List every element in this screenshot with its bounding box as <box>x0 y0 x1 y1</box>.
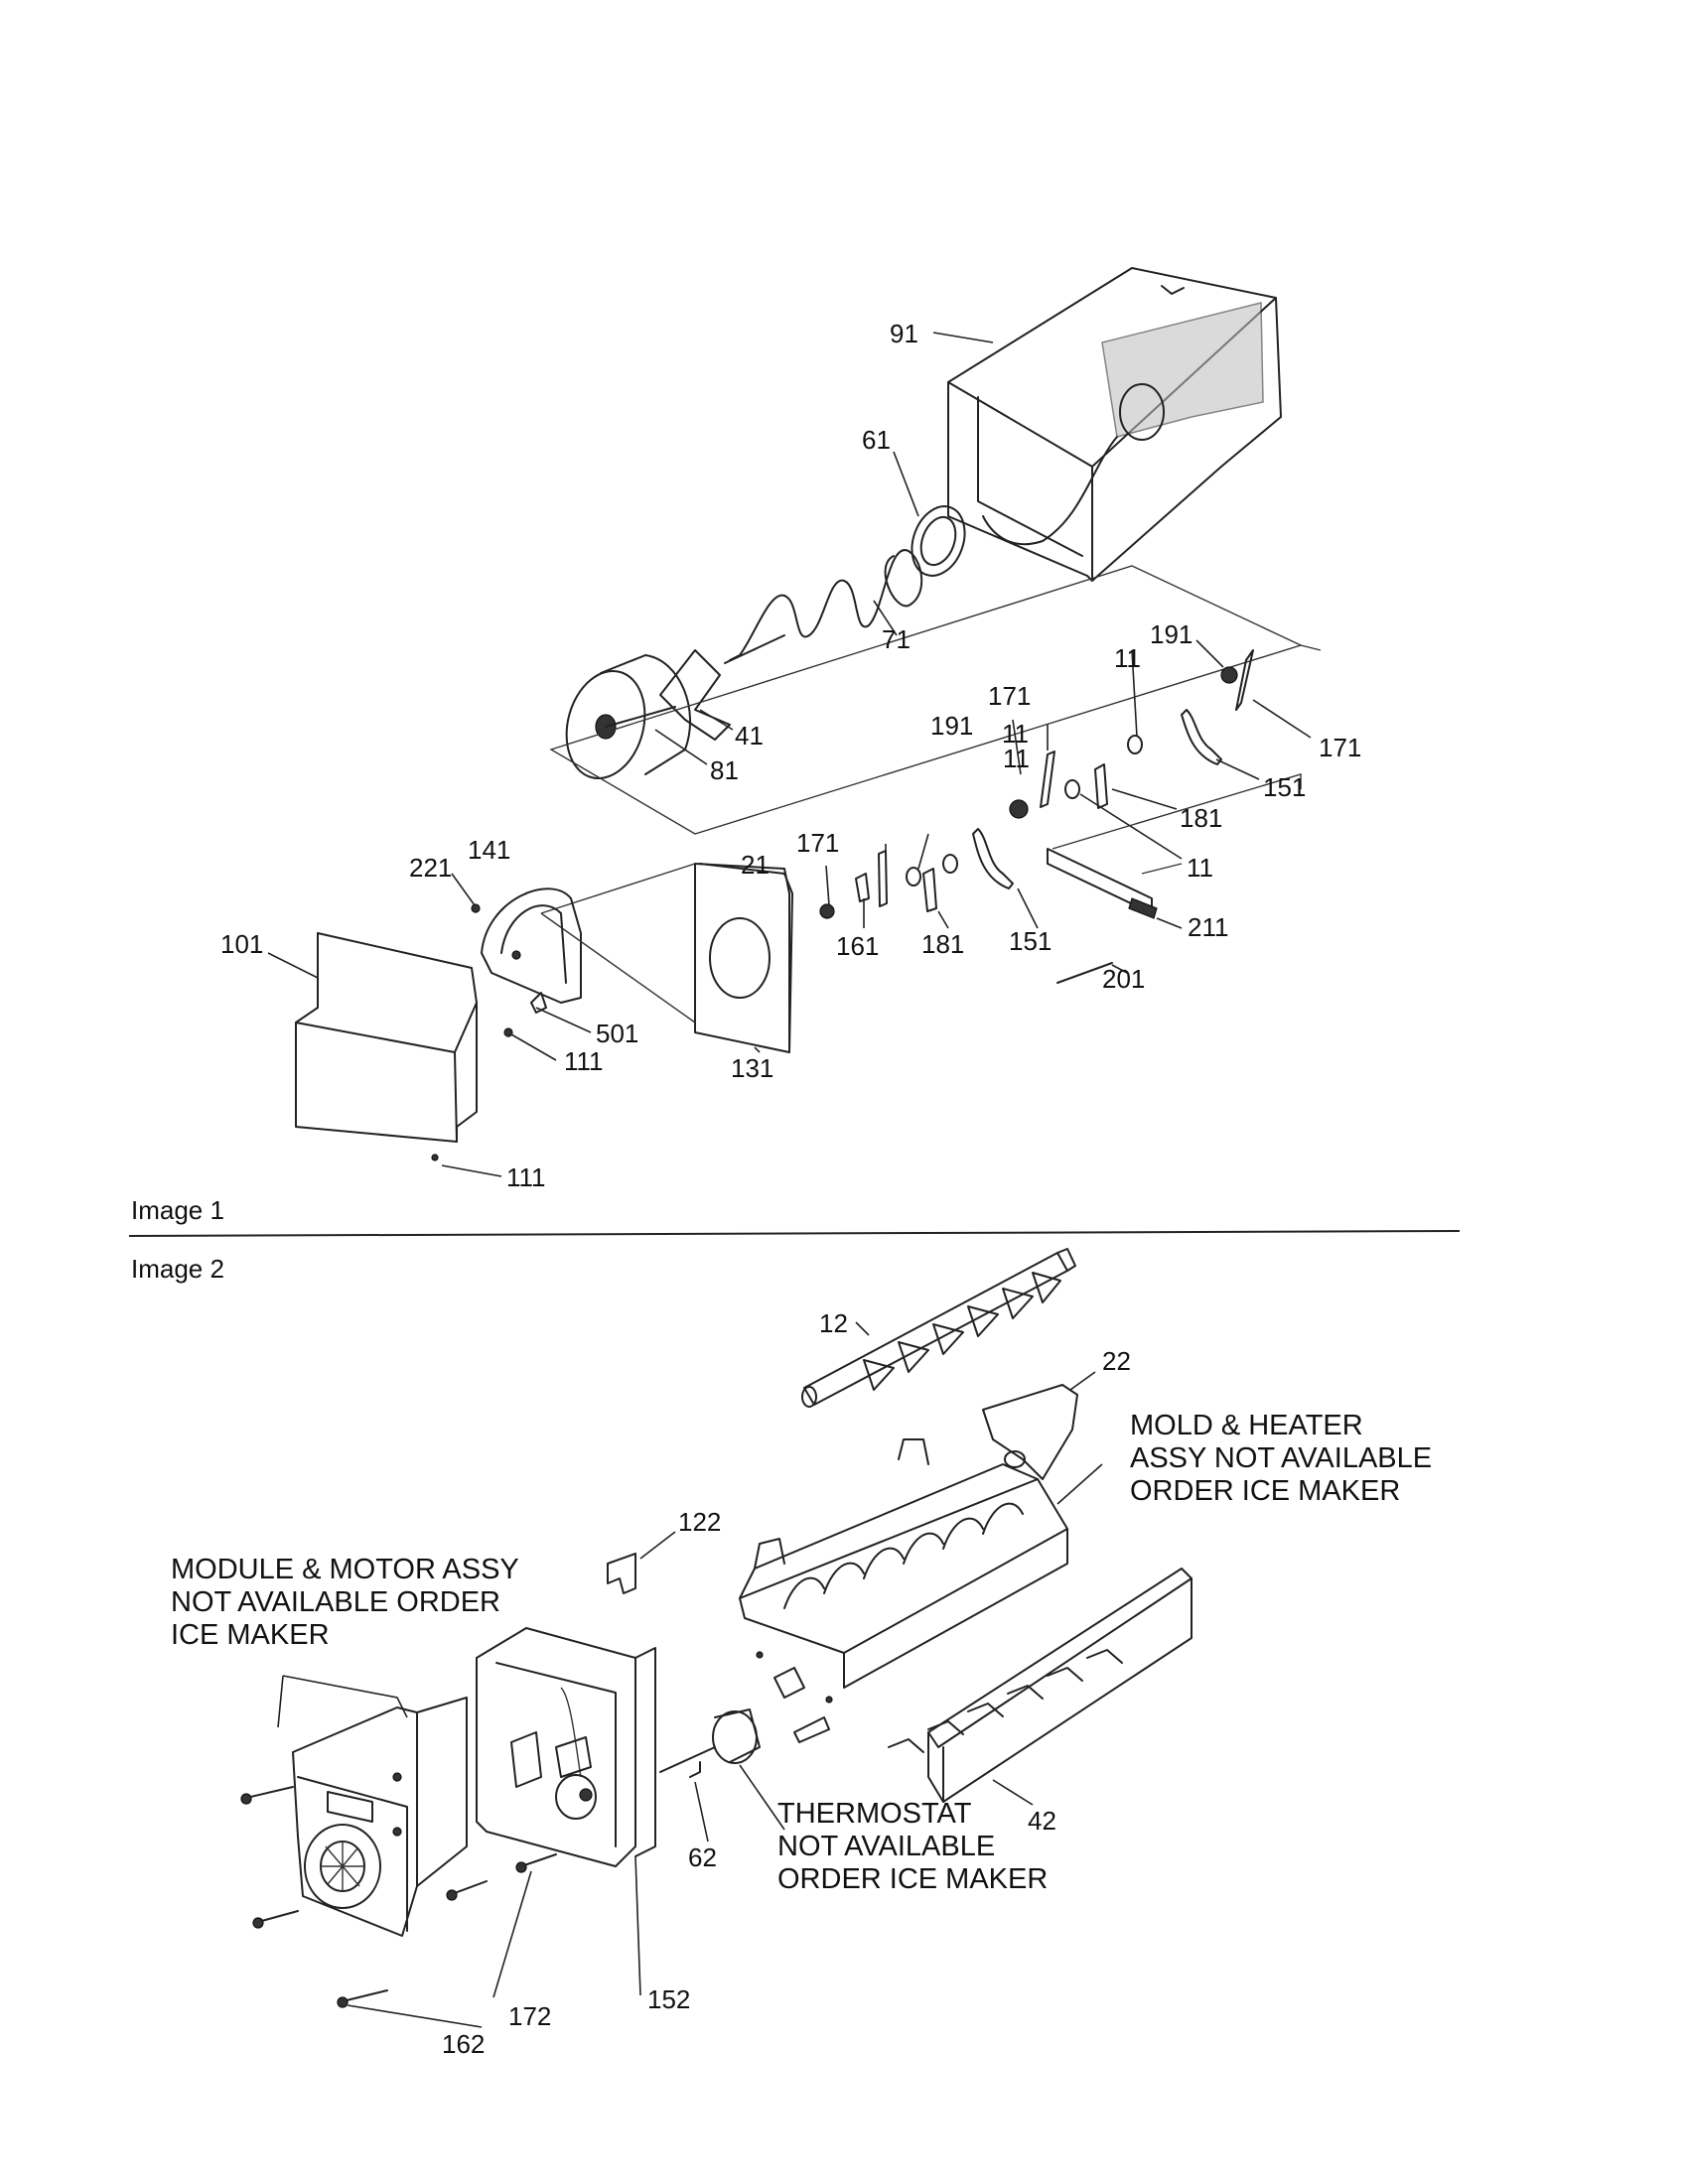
image1-callouts: 91 61 71 41 81 191 11 171 171 151 181 11… <box>220 319 1361 1192</box>
auger-wheel <box>565 654 691 780</box>
callout-501: 501 <box>596 1019 638 1048</box>
callout-171-top: 171 <box>988 681 1031 711</box>
callout-122: 122 <box>678 1507 721 1537</box>
auger-spring <box>724 549 923 664</box>
callout-111-upper: 111 <box>564 1046 604 1076</box>
callout-191-mid: 191 <box>930 711 973 741</box>
image1-leaders <box>267 332 1312 1177</box>
note-mold-line2: ASSY NOT AVAILABLE <box>1130 1442 1432 1474</box>
callout-22: 22 <box>1102 1346 1131 1376</box>
callout-191-right: 191 <box>1150 619 1193 649</box>
note-thermostat-line3: ORDER ICE MAKER <box>777 1863 1048 1895</box>
callout-171-right: 171 <box>1319 733 1361 762</box>
note-module-motor: MODULE & MOTOR ASSY NOT AVAILABLE ORDER … <box>171 1554 519 1651</box>
callout-91: 91 <box>890 319 918 348</box>
note-mold-line3: ORDER ICE MAKER <box>1130 1475 1400 1507</box>
seal-ring <box>911 505 966 577</box>
note-module-line1: MODULE & MOTOR ASSY <box>171 1554 519 1585</box>
callout-21: 21 <box>741 850 770 880</box>
callout-221: 221 <box>409 853 452 883</box>
callout-181-left: 181 <box>921 929 964 959</box>
callout-11-mid-right: 11 <box>1187 853 1213 883</box>
callout-42: 42 <box>1028 1806 1056 1836</box>
callout-211: 211 <box>1188 912 1228 942</box>
callout-71: 71 <box>882 624 911 654</box>
callout-61: 61 <box>862 425 891 455</box>
callout-181-right: 181 <box>1180 803 1222 833</box>
image1-caption: Image 1 <box>131 1195 224 1225</box>
callout-11-mid: 11 <box>1003 744 1030 773</box>
callout-162: 162 <box>442 2029 485 2059</box>
callout-81: 81 <box>710 755 739 785</box>
stripper <box>982 1384 1078 1480</box>
image1-drawing: 91 61 71 41 81 191 11 171 171 151 181 11… <box>131 267 1361 1225</box>
callout-111-lower: 111 <box>506 1162 546 1192</box>
note-thermostat: THERMOSTAT NOT AVAILABLE ORDER ICE MAKER <box>777 1798 1048 1895</box>
screws <box>240 1786 557 2008</box>
image2-drawing: Image 2 <box>131 1248 1432 2059</box>
thermostat <box>659 1667 830 1778</box>
callout-172: 172 <box>508 2001 551 2031</box>
note-mold-line1: MOLD & HEATER <box>1130 1410 1363 1441</box>
image2-leaders <box>277 1321 1103 2028</box>
image2-callouts: 12 22 122 42 62 152 172 162 <box>442 1308 1131 2059</box>
callout-101: 101 <box>220 929 263 959</box>
ice-bucket <box>947 267 1282 582</box>
front-housing <box>295 932 478 1161</box>
blade-assembly <box>659 649 731 741</box>
gear-train <box>819 649 1302 984</box>
callout-151-right: 151 <box>1263 772 1306 802</box>
clip <box>607 1553 636 1594</box>
note-module-line3: ICE MAKER <box>171 1619 330 1651</box>
callout-11-left: 11 <box>1002 719 1029 749</box>
water-shield <box>888 1568 1193 1803</box>
control-housing <box>476 1627 656 1867</box>
callout-141: 141 <box>468 835 510 865</box>
ejector-shaft <box>801 1248 1076 1408</box>
callout-151-left: 151 <box>1009 926 1052 956</box>
auger-plane-outline <box>549 565 1303 835</box>
motor-cover <box>471 887 696 1037</box>
module-motor-assembly <box>292 1697 468 1937</box>
ice-mold <box>739 1438 1068 1704</box>
note-module-line2: NOT AVAILABLE ORDER <box>171 1586 500 1618</box>
callout-11-right: 11 <box>1114 643 1141 673</box>
note-mold-heater: MOLD & HEATER ASSY NOT AVAILABLE ORDER I… <box>1130 1410 1432 1507</box>
callout-171-left: 171 <box>796 828 839 858</box>
note-thermostat-line2: NOT AVAILABLE <box>777 1831 995 1862</box>
callout-161: 161 <box>836 931 879 961</box>
callout-41: 41 <box>735 721 764 751</box>
note-thermostat-line1: THERMOSTAT <box>777 1798 972 1830</box>
callout-62: 62 <box>688 1843 717 1872</box>
mounting-plate <box>540 863 793 1053</box>
callout-152: 152 <box>647 1984 690 2014</box>
section-divider <box>128 1230 1461 1237</box>
callout-131: 131 <box>731 1053 773 1083</box>
callout-12: 12 <box>819 1308 848 1338</box>
image2-caption: Image 2 <box>131 1254 224 1284</box>
callout-201: 201 <box>1102 964 1145 994</box>
